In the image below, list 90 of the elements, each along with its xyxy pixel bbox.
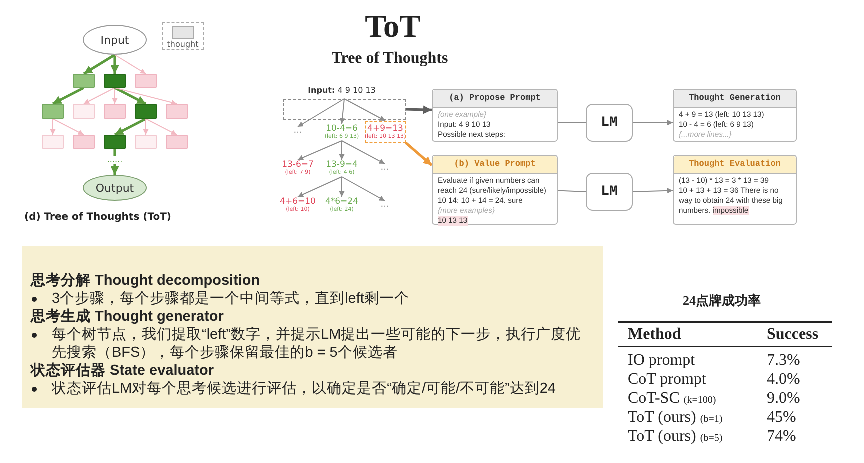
- prompt-card: [432, 89, 558, 142]
- table-cell: 9.0%: [767, 389, 800, 408]
- table-cell: 74%: [767, 427, 796, 446]
- state-ellipse: Input: [83, 25, 147, 55]
- output-card: [673, 155, 797, 225]
- table-cell: CoT prompt: [628, 370, 706, 389]
- slide-title: ToT: [365, 8, 421, 44]
- thought-box: [166, 135, 188, 149]
- ellipsis-text: ...: [380, 164, 390, 173]
- card-header: Thought Generation: [674, 90, 796, 108]
- arrow: [110, 149, 120, 175]
- column-header: Method: [628, 325, 682, 344]
- arrow: [143, 118, 149, 136]
- arrow: [632, 120, 674, 126]
- table-cell-text: ToT (ours) (b=1): [628, 408, 723, 428]
- arrow: [339, 176, 345, 198]
- arrow: [110, 55, 120, 74]
- arrow: [52, 86, 85, 106]
- equation-text: 13-6=7: [282, 160, 314, 170]
- arrow: [50, 118, 56, 136]
- arrow: [339, 140, 345, 160]
- thought-box: [73, 135, 95, 149]
- connector-line: [558, 122, 586, 124]
- prompt-card: [432, 155, 558, 225]
- thought-box: [42, 104, 64, 119]
- table-cell: 4.0%: [767, 370, 800, 389]
- model-box: LM: [586, 173, 633, 211]
- thought-box: [166, 104, 188, 119]
- arrow: [114, 88, 178, 106]
- bullet-text: 每个树节点，我们提取“left”数字，并提示LM提出一些可能的下一步，执行广度优先搜索（BFS），每个步骤保留最佳的b = 5个候选者: [52, 326, 582, 362]
- section-heading: 思考生成 Thought generator: [31, 308, 224, 326]
- figure-caption: (d) Tree of Thoughts (ToT): [24, 212, 172, 224]
- arrow: [405, 142, 433, 166]
- thought-box: [135, 104, 157, 119]
- arrow: [298, 140, 342, 160]
- arrow: [114, 118, 147, 136]
- card-header: (a) Propose Prompt: [433, 90, 557, 108]
- ellipsis-text: ...: [294, 127, 302, 136]
- table-cell: IO prompt: [628, 351, 696, 370]
- equation-text: 4+6=10: [280, 197, 316, 207]
- arrow: [342, 140, 386, 164]
- bullet-text: 3个步骤，每个步骤都是一个中间等式，直到left剩一个: [52, 290, 410, 308]
- model-box: LM: [586, 104, 633, 142]
- arrow: [298, 98, 345, 128]
- equation-text: 13-9=4: [326, 160, 358, 170]
- thought-box: [104, 135, 126, 149]
- column-header: Success: [767, 325, 819, 344]
- table-cell: 7.3%: [767, 351, 800, 370]
- thought-box: [104, 104, 126, 119]
- ellipsis-text: ...: [380, 201, 390, 210]
- card-header: (b) Value Prompt: [433, 156, 557, 174]
- arrow: [632, 188, 674, 194]
- table-cell: 45%: [767, 408, 796, 427]
- equation-text: 4+9=13: [368, 124, 404, 134]
- thought-box: [42, 135, 64, 149]
- arrow: [112, 88, 118, 104]
- state-ellipse: Output: [83, 175, 147, 201]
- card-header: Thought Evaluation: [674, 156, 796, 174]
- arrow: [406, 106, 432, 114]
- legend-label: thought: [167, 40, 199, 49]
- arrow: [146, 118, 178, 136]
- equation-text: 4*6=24: [326, 197, 358, 207]
- arrow: [298, 176, 342, 198]
- arrow: [342, 176, 386, 202]
- arrow: [114, 54, 146, 74]
- thought-box: [73, 104, 95, 119]
- bullet-text: 状态评估LM对每个思考候选进行评估，以确定是否“确定/可能/不可能”达到24: [52, 380, 556, 398]
- table-cell-text: CoT-SC (k=100): [628, 389, 716, 409]
- section-heading: 思考分解 Thought decomposition: [31, 272, 260, 290]
- input-text: Input: 4 9 10 13: [308, 86, 376, 96]
- arrow: [52, 118, 84, 136]
- notes-panel: [22, 246, 603, 408]
- table-title: 24点牌成功率: [683, 293, 761, 308]
- arrow: [83, 54, 116, 76]
- slide-subtitle: Tree of Thoughts: [332, 50, 448, 68]
- arrow: [84, 88, 116, 104]
- arrow: [344, 98, 386, 122]
- arrow: [114, 86, 147, 106]
- output-card: [673, 89, 797, 142]
- thought-box: [104, 74, 126, 88]
- thought-box: [135, 135, 157, 149]
- section-heading: 状态评估器 State evaluator: [31, 362, 214, 380]
- connector-line: [558, 190, 586, 192]
- thought-box: [73, 74, 95, 88]
- arrow: [340, 98, 346, 124]
- thought-box: [135, 74, 157, 88]
- equation-text: 10-4=6: [326, 124, 358, 134]
- highlight-box: [365, 121, 406, 143]
- table-cell-text: ToT (ours) (b=5): [628, 427, 723, 447]
- edge-label: ......: [106, 156, 124, 164]
